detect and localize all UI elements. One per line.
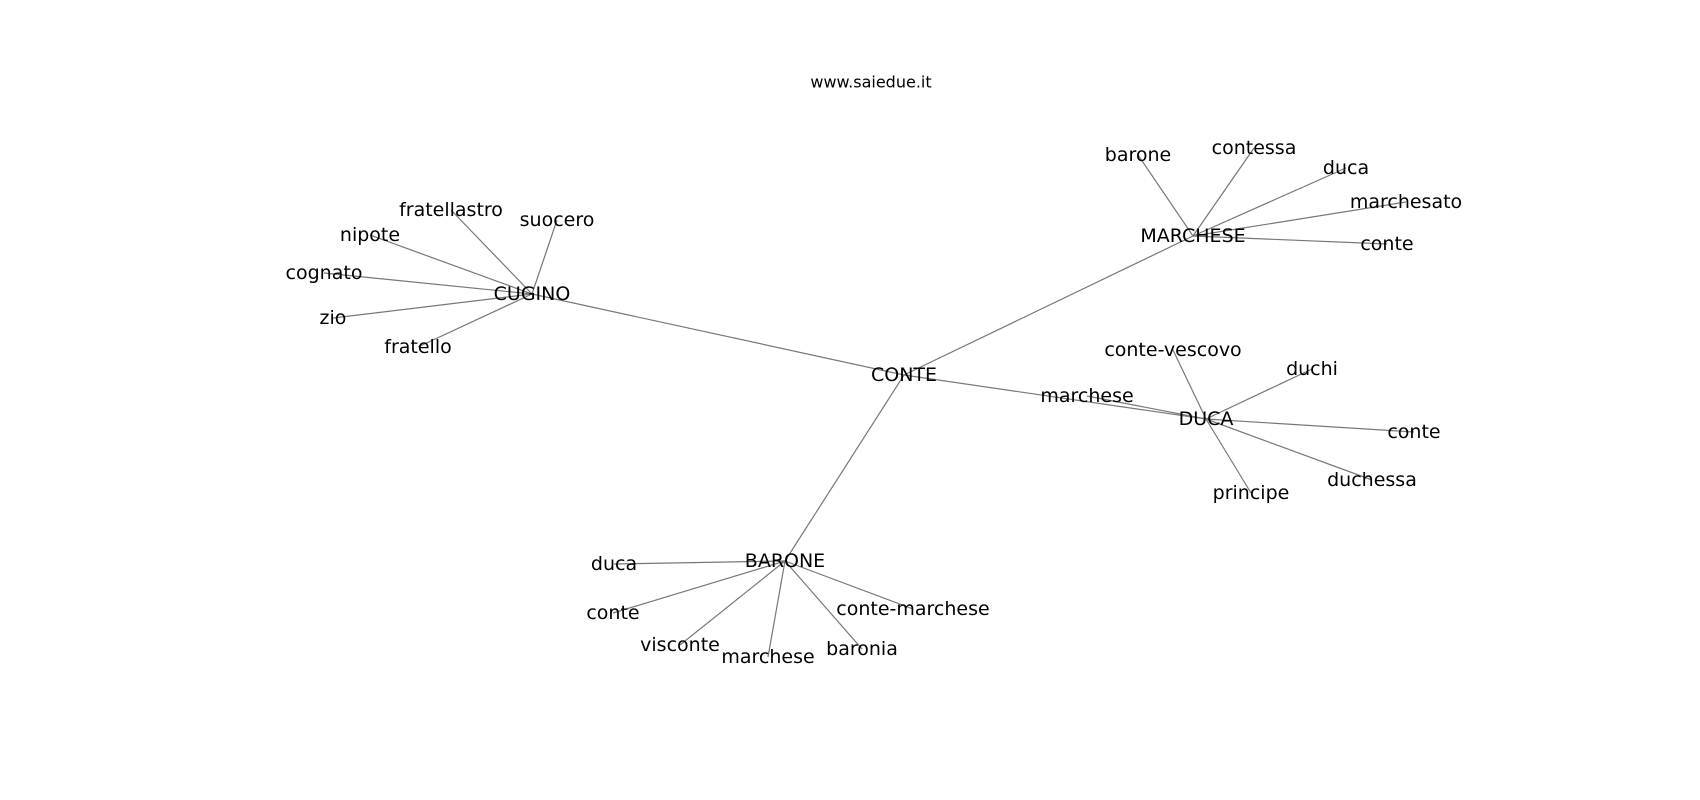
edge-marchese-duca [1192, 167, 1347, 237]
edge-cugino-zio [332, 293, 533, 319]
node-leaf-barone-conte: conte [586, 602, 639, 624]
edge-marchese-contessa [1192, 147, 1255, 237]
edge-barone-visconte [679, 560, 786, 646]
node-hub-marchese: MARCHESE [1140, 225, 1245, 247]
node-center: CONTE [871, 364, 937, 386]
edge-cugino-cognato [323, 272, 533, 295]
edge-marchese-barone [1137, 154, 1194, 237]
node-hub-cugino: CUGINO [494, 283, 571, 305]
edge-barone-baronia [784, 560, 863, 650]
edge-cugino-fratello [417, 293, 533, 348]
edge-cugino-suocero [531, 219, 558, 295]
node-leaf-barone-baronia: baronia [826, 638, 898, 660]
edge-duca-conte [1205, 418, 1415, 433]
edge-barone-marchese [767, 560, 786, 658]
node-leaf-duca-duchi: duchi [1286, 358, 1338, 380]
site-label: www.saiedue.it [810, 73, 931, 92]
edge-marchese-marchesato [1192, 201, 1407, 237]
edge-marchese-conte [1192, 235, 1388, 245]
edge-duca-duchi [1205, 368, 1313, 420]
node-leaf-duca-principe: principe [1213, 482, 1290, 504]
node-leaf-duca-conte-vescovo: conte-vescovo [1104, 339, 1241, 361]
node-leaf-cugino-suocero: suocero [520, 209, 595, 231]
node-leaf-duca-marchese: marchese [1040, 385, 1133, 407]
node-leaf-cugino-fratello: fratello [384, 336, 451, 358]
node-leaf-cugino-fratellastro: fratellastro [399, 199, 503, 221]
edge-duca-principe [1205, 418, 1252, 494]
edges-group [323, 147, 1415, 658]
node-leaf-barone-conte-marchese: conte-marchese [836, 598, 989, 620]
edge-cugino-fratellastro [450, 209, 533, 295]
edge-center-marchese [903, 235, 1194, 376]
node-leaf-duca-conte: conte [1387, 421, 1440, 443]
node-hub-barone: BARONE [745, 550, 825, 572]
node-leaf-barone-marchese: marchese [721, 646, 814, 668]
edge-barone-duca [613, 560, 786, 565]
node-leaf-barone-visconte: visconte [640, 634, 720, 656]
edge-center-barone [784, 374, 905, 562]
labels-group: CONTE CUGINO suocero fratellastro nipote cogn… [286, 137, 1463, 668]
node-hub-duca: DUCA [1179, 408, 1234, 430]
edge-barone-conte [612, 560, 786, 614]
edge-cugino-nipote [369, 234, 533, 295]
node-leaf-cugino-nipote: nipote [340, 224, 400, 246]
edge-duca-conte-vescovo [1172, 349, 1207, 420]
node-leaf-marchese-barone: barone [1105, 144, 1171, 166]
node-leaf-cugino-zio: zio [320, 307, 347, 329]
edge-center-cugino [531, 293, 905, 376]
node-leaf-marchese-conte: conte [1360, 233, 1413, 255]
edge-duca-duchessa [1205, 418, 1373, 481]
node-leaf-barone-duca: duca [591, 553, 637, 575]
edge-barone-conte-marchese [784, 560, 914, 610]
node-leaf-marchese-contessa: contessa [1212, 137, 1297, 159]
node-leaf-marchese-duca: duca [1323, 157, 1369, 179]
node-leaf-marchese-marchesato: marchesato [1350, 191, 1462, 213]
node-leaf-duca-duchessa: duchessa [1327, 469, 1417, 491]
node-leaf-cugino-cognato: cognato [286, 262, 363, 284]
edge-duca-marchese [1086, 395, 1207, 420]
edge-center-duca [903, 374, 1207, 420]
